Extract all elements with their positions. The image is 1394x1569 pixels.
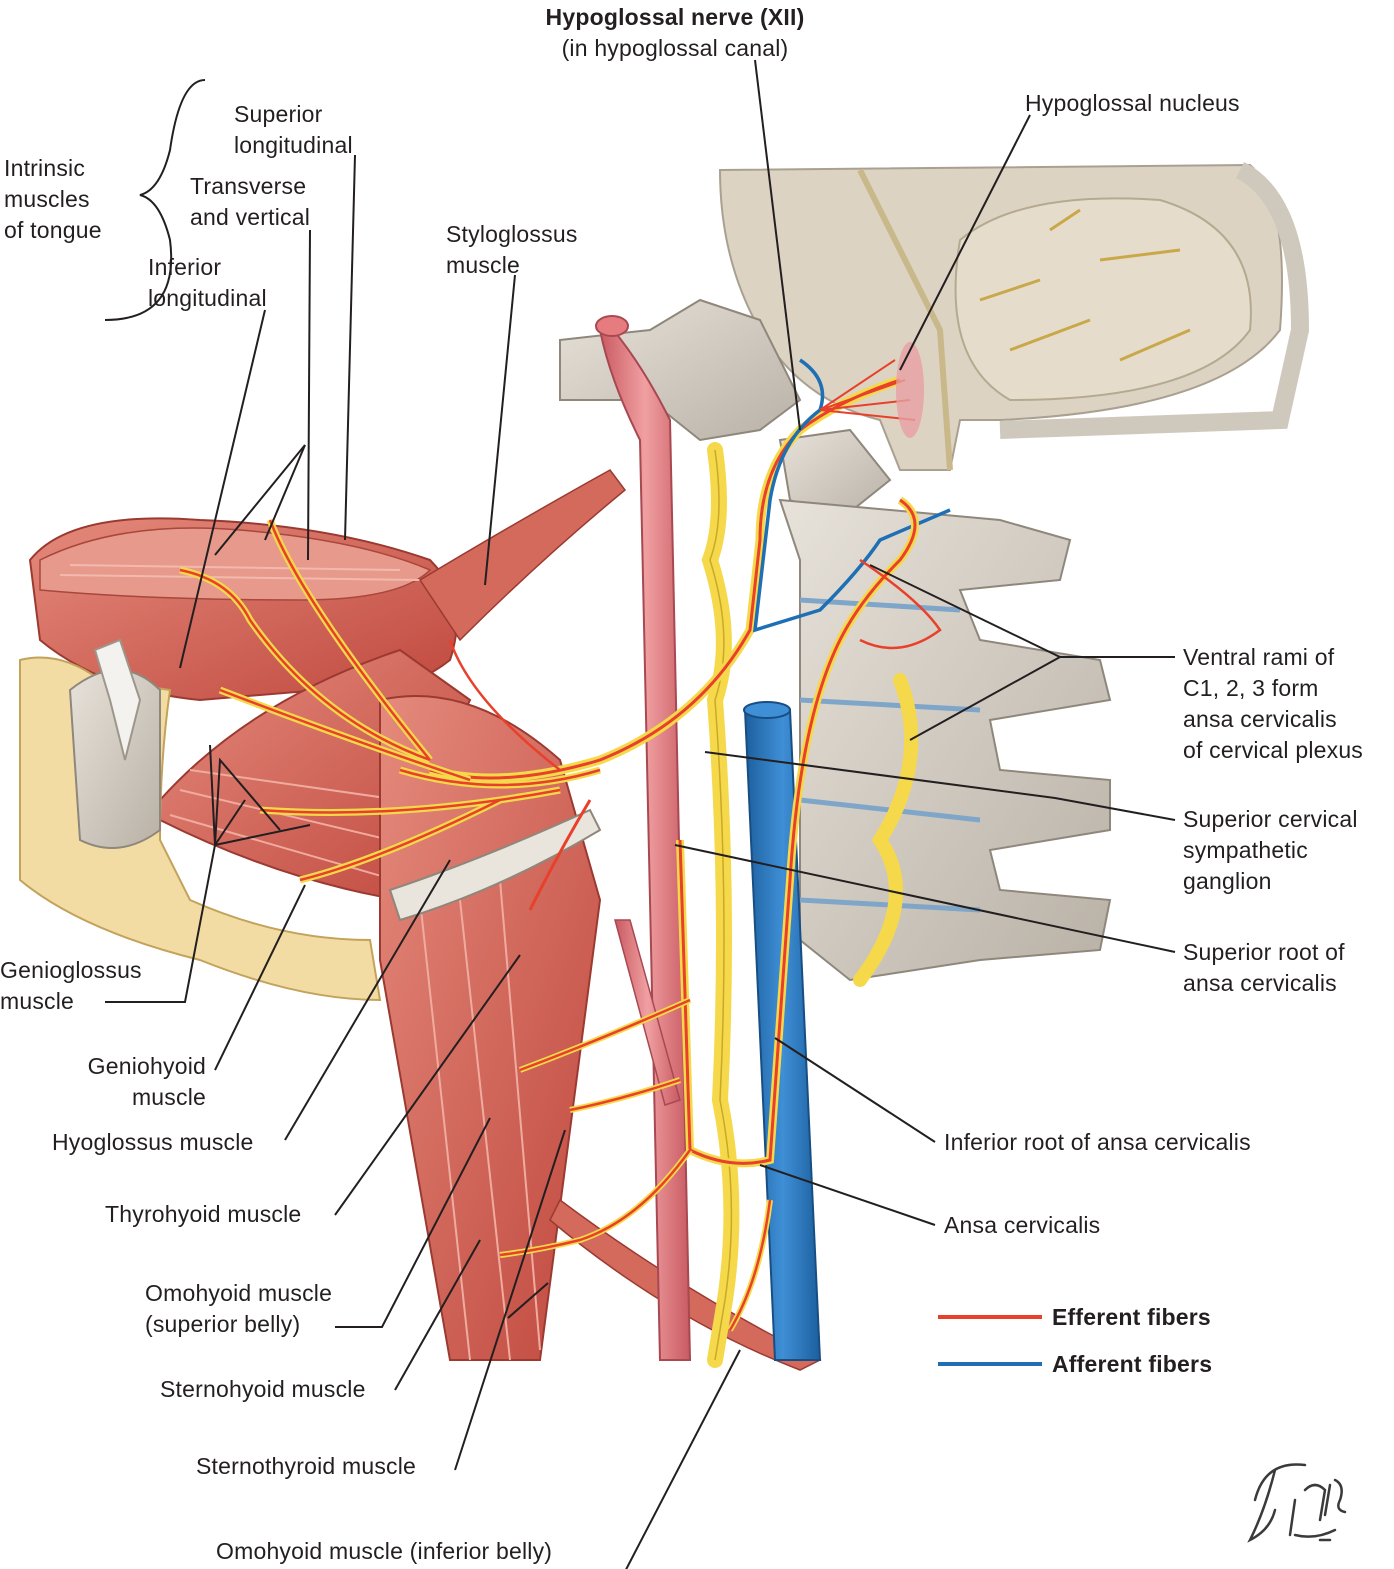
hypoglossal-nerve-course (179, 342, 951, 911)
label-thyrohyoid: Thyrohyoid muscle (105, 1201, 302, 1227)
leader-lines (104, 59, 1176, 1569)
label-superior-longitudinal-1: Superior (234, 101, 323, 127)
label-superior-cervical-ganglion-1: Superior cervical (1183, 806, 1358, 832)
label-hypoglossal-nerve-sub: (in hypoglossal canal) (561, 35, 789, 61)
label-genioglossus-1: Genioglossus (0, 957, 142, 983)
internal-carotid-artery (595, 315, 692, 1361)
label-inferior-longitudinal: Inferior longitudinal (148, 252, 267, 314)
label-ansa-cervicalis: Ansa cervicalis (944, 1212, 1101, 1238)
label-superior-longitudinal-2: longitudinal (234, 132, 353, 158)
legend-swatches (938, 1315, 1042, 1366)
label-styloglossus-2: muscle (446, 252, 521, 278)
label-ventral-rami-2: C1, 2, 3 form (1183, 675, 1319, 701)
legend-efferent-text: Efferent fibers (1052, 1304, 1211, 1330)
label-hypoglossal-nerve-title: Hypoglossal nerve (XII) (545, 4, 805, 30)
label-hypoglossal-nerve: Hypoglossal nerve (XII) (in hypoglossal … (520, 2, 830, 64)
sympathetic-trunk (701, 442, 919, 1368)
label-superior-root-2: ansa cervicalis (1183, 970, 1337, 996)
label-superior-root-1: Superior root of (1183, 939, 1345, 965)
legend-efferent-label: Efferent fibers (1052, 1302, 1211, 1333)
label-superior-cervical-ganglion-2: sympathetic (1183, 837, 1308, 863)
label-intrinsic-muscles-group: Intrinsic muscles of tongue (4, 153, 102, 246)
label-omohyoid-superior: Omohyoid muscle (superior belly) (145, 1278, 332, 1340)
legend-afferent-label: Afferent fibers (1052, 1349, 1212, 1380)
label-omohyoid-superior-2: (superior belly) (145, 1311, 301, 1337)
label-styloglossus: Styloglossus muscle (446, 219, 578, 281)
artist-signature (1247, 1463, 1347, 1543)
label-geniohyoid-2: muscle (131, 1084, 206, 1110)
label-omohyoid-superior-1: Omohyoid muscle (145, 1280, 333, 1306)
label-inferior-root: Inferior root of ansa cervicalis (944, 1129, 1251, 1155)
label-superior-cervical-ganglion-3: ganglion (1183, 868, 1272, 894)
label-inferior-longitudinal-1: Inferior (148, 254, 222, 280)
label-sternohyoid: Sternohyoid muscle (160, 1376, 366, 1402)
label-ventral-rami-3: ansa cervicalis (1183, 706, 1337, 732)
label-geniohyoid: Geniohyoid muscle (30, 1051, 206, 1113)
mandible (19, 638, 382, 1002)
label-transverse-vertical-1: Transverse (190, 173, 307, 199)
label-transverse-vertical: Transverse and vertical (190, 171, 310, 233)
label-superior-root: Superior root of ansa cervicalis (1183, 937, 1345, 999)
label-hypoglossal-nucleus: Hypoglossal nucleus (1025, 90, 1240, 116)
label-superior-longitudinal: Superior longitudinal (234, 99, 353, 161)
label-sternothyroid: Sternothyroid muscle (196, 1453, 417, 1479)
label-transverse-vertical-2: and vertical (190, 204, 311, 230)
label-ventral-rami-1: Ventral rami of (1183, 644, 1335, 670)
label-inferior-longitudinal-2: longitudinal (148, 285, 267, 311)
label-intrinsic-line-2: muscles (4, 186, 90, 212)
label-omohyoid-inferior: Omohyoid muscle (inferior belly) (216, 1538, 553, 1564)
label-intrinsic-line-1: Intrinsic (4, 155, 86, 181)
label-intrinsic-line-3: of tongue (4, 217, 102, 243)
label-ventral-rami: Ventral rami of C1, 2, 3 form ansa cervi… (1183, 642, 1363, 766)
label-genioglossus-2: muscle (0, 988, 75, 1014)
legend-afferent-text: Afferent fibers (1052, 1351, 1213, 1377)
label-geniohyoid-1: Geniohyoid (87, 1053, 206, 1079)
label-superior-cervical-ganglion: Superior cervical sympathetic ganglion (1183, 804, 1358, 897)
label-ventral-rami-4: of cervical plexus (1183, 737, 1364, 763)
label-styloglossus-1: Styloglossus (446, 221, 578, 247)
cervical-vertebrae (778, 498, 1112, 982)
ansa-cervicalis-loop (499, 496, 942, 1332)
label-genioglossus: Genioglossus muscle (0, 955, 142, 1017)
label-hyoglossus: Hyoglossus muscle (52, 1129, 254, 1155)
